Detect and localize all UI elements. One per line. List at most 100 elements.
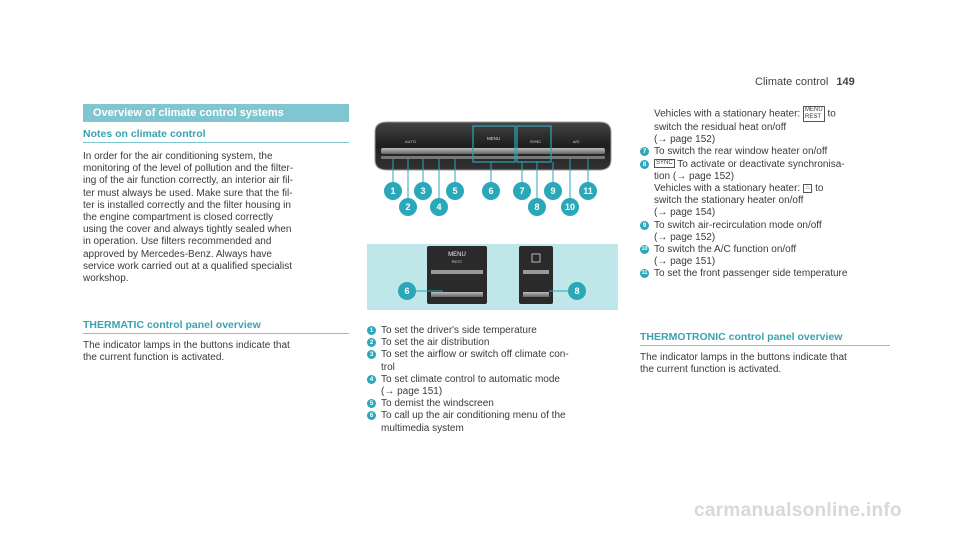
legend-item: 7 To switch the rear window heater on/of… [640,146,905,158]
callout-6: 6 [482,182,500,200]
legend-item: 2 To set the air distribution [367,337,622,349]
text-line: In order for the air conditioning system… [83,151,273,162]
text-line: service work carried out at a qualified … [83,260,292,272]
legend-item: 11 To set the front passenger side tempe… [640,268,905,280]
text-line: To demist the windscreen [381,398,494,410]
item-number: 5 [367,399,376,409]
text-line: approved by Mercedes-Benz. Always have [83,248,272,260]
callout-3: 3 [414,182,432,200]
text-line: To set the driver's side temperature [381,325,537,336]
item-number: 1 [367,326,376,335]
control-panel-illustration: AUTO MENU SYNC A/C 1 2 3 4 5 6 7 8 9 10 … [367,104,618,310]
text-line: multimedia system [381,422,464,434]
item-number: 6 [367,411,376,421]
callout-4: 4 [430,198,448,216]
callout-11: 11 [579,182,597,200]
svg-text:7: 7 [519,186,524,196]
item-number: 2 [367,338,376,348]
callout-7: 7 [513,182,531,200]
callout-6-detail: 6 [398,282,416,300]
legend-item: 8 SYNC To activate or deactivate synchro… [640,159,905,220]
control-panel-figure: AUTO MENU SYNC A/C 1 2 3 4 5 6 7 8 9 10 … [367,104,618,310]
text-line: The indicator lamps in the buttons indic… [83,340,290,351]
text-line: workshop. [83,273,129,285]
svg-text:6: 6 [488,186,493,196]
text-fragment: to [815,183,824,195]
text-line: The indicator lamps in the buttons indic… [640,352,847,363]
item-number: 11 [640,269,649,279]
text-line: To set the front passenger side temperat… [654,268,848,280]
callout-8-detail: 8 [568,282,586,300]
item-number: 9 [640,220,649,230]
text-fragment: Vehicles with a stationary heater: [654,108,801,120]
page-number: 149 [836,76,855,88]
page-reference[interactable]: (→ page 151) [381,386,443,398]
text-fragment: to [827,108,836,120]
page-reference[interactable]: (→ page 152) [654,134,716,146]
text-line: in operation. Use filters recommended an… [83,236,272,248]
svg-text:3: 3 [420,186,425,196]
item-number: 7 [640,147,649,157]
text-line: To switch the A/C function on/off [654,244,797,256]
divider [83,333,349,334]
svg-text:9: 9 [550,186,555,196]
auto-label: AUTO [405,139,416,144]
text-line: Vehicles with a stationary heater: ♨ to [654,183,905,195]
page-reference[interactable]: (→ page 154) [654,207,716,219]
svg-text:11: 11 [583,186,593,196]
callout-1: 1 [384,182,402,200]
text-line: the current function is activated. [640,364,782,376]
callout-8: 8 [528,198,546,216]
text-line: To set the airflow or switch off climate… [381,349,569,361]
item-number: 3 [367,350,376,360]
svg-text:1: 1 [390,186,395,196]
svg-text:10: 10 [565,202,575,212]
sync-key-icon: SYNC [654,159,675,169]
rest-detail-label: REST [452,259,463,264]
text-line: using the cover and always tightly seale… [83,224,292,236]
text-line: SYNC To activate or deactivate synchroni… [654,159,905,171]
legend-item: 1 To set the driver's side temperature [367,325,622,337]
text-line: trol [381,361,395,373]
section-title: Overview of climate control systems [83,104,349,122]
text-line: switch the residual heat on/off [654,122,787,133]
text-line: tion (→ page 152) [654,170,735,182]
key-label: MENU [804,107,823,113]
text-line: the current function is activated. [83,352,225,364]
svg-text:2: 2 [405,202,410,212]
legend-item: 3 To set the airflow or switch off clima… [367,349,622,373]
item-number: 8 [640,159,649,169]
svg-text:5: 5 [452,186,457,196]
text-line: To set climate control to automatic mode [381,373,560,385]
legend-item: 5 To demist the windscreen [367,398,622,410]
page-reference[interactable]: (→ page 152) [654,231,716,243]
notes-paragraph: In order for the air conditioning system… [83,151,293,285]
legend-item: 4 To set climate control to automatic mo… [367,374,622,398]
thermatic-paragraph: The indicator lamps in the buttons indic… [83,340,290,364]
text-line: To set the air distribution [381,337,490,349]
text-line: ing of the air function correctly, an in… [83,175,293,187]
legend-item: 9 To switch air-recirculation mode on/of… [640,220,905,244]
menu-panel-label: MENU [487,136,500,141]
text-fragment: Vehicles with a stationary heater: [654,183,801,195]
text-line: To switch air-recirculation mode on/off [654,219,822,231]
divider [83,142,349,143]
text-line: To call up the air conditioning menu of … [381,410,566,422]
menu-detail-label: MENU [448,252,466,258]
text-line: monitoring of the level of pollution and… [83,163,294,175]
svg-text:6: 6 [404,286,409,296]
page-reference[interactable]: (→ page 151) [654,256,716,268]
stationary-heater-key-icon: ♨ [802,183,813,193]
sync-panel-label: SYNC [530,139,541,144]
item-number: 10 [640,245,649,255]
legend-item: 10 To switch the A/C function on/off (→ … [640,244,905,268]
text-line: To switch the rear window heater on/off [654,146,828,158]
legend-item: 6 To call up the air conditioning menu o… [367,410,622,434]
text-line: switch the stationary heater on/off [654,195,804,207]
divider [640,345,890,346]
svg-text:4: 4 [436,202,441,212]
